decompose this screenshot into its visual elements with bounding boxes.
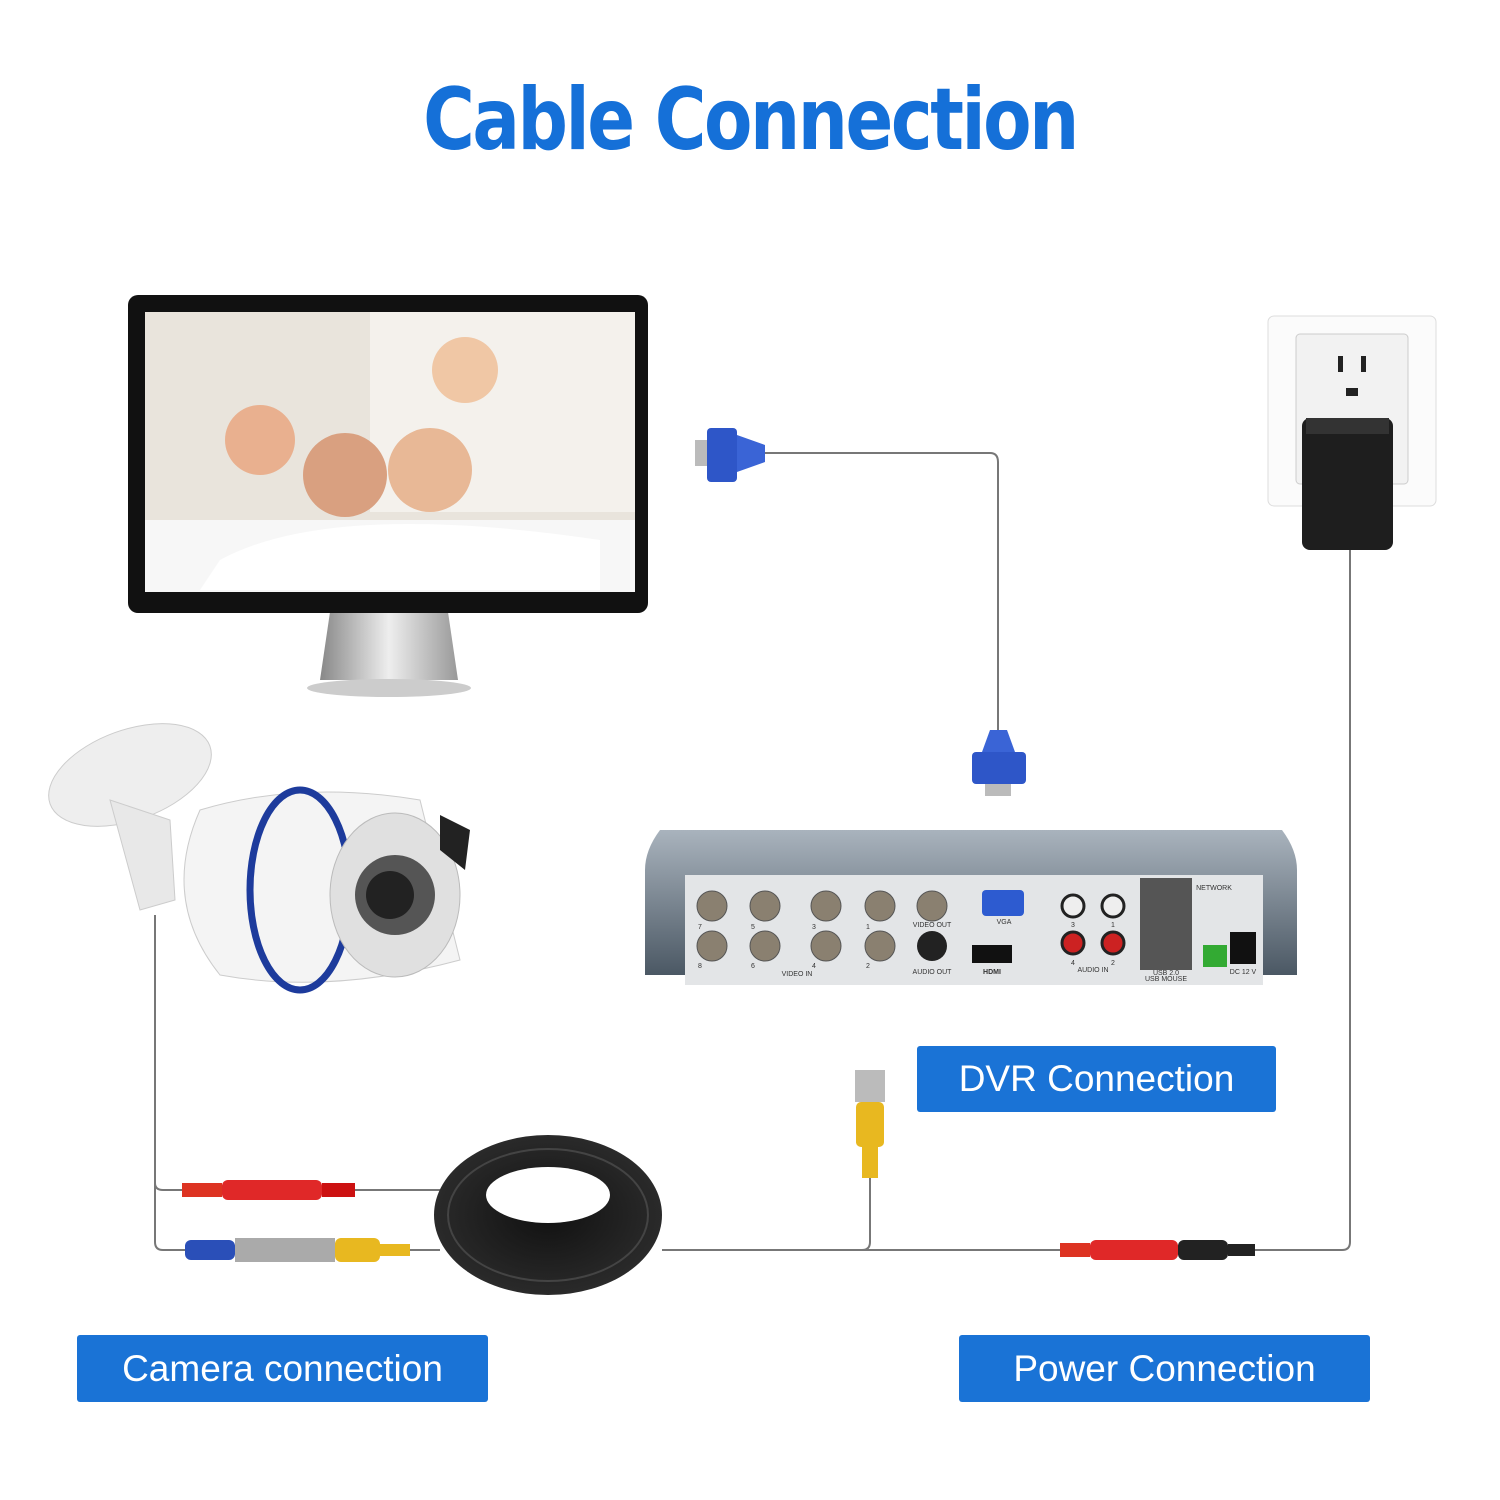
- cable-coil: [434, 1135, 662, 1295]
- vga-cable: [765, 452, 999, 732]
- usb-mouse-label: USB MOUSE: [1145, 976, 1187, 983]
- video-in-label: VIDEO IN: [782, 971, 813, 978]
- video-in-channel-label: 6: [751, 963, 755, 970]
- dc-label: DC 12 V: [1230, 969, 1257, 976]
- video-in-channel-label: 5: [751, 924, 755, 931]
- camera-video-connector: [185, 1238, 410, 1262]
- power-connection-label: Power Connection: [959, 1335, 1370, 1402]
- video-in-channel-label: 2: [866, 963, 870, 970]
- vga-connector-dvr: [972, 730, 1026, 796]
- monitor: [128, 295, 648, 697]
- page-title: Cable Connection: [423, 70, 1079, 170]
- dvr-power-connector: [1060, 1240, 1255, 1260]
- power-cable: [1255, 550, 1351, 1251]
- camera-power-connector: [182, 1180, 355, 1200]
- audio-in-channel-label: 1: [1111, 922, 1115, 929]
- audio-in-label: AUDIO IN: [1077, 967, 1108, 974]
- camera-cable: [154, 915, 185, 1251]
- vga-label: VGA: [997, 919, 1012, 926]
- hdmi-label: HDMI: [983, 969, 1001, 976]
- video-in-channel-label: 3: [812, 924, 816, 931]
- audio-out-label: AUDIO OUT: [913, 969, 953, 976]
- bullet-camera: [48, 723, 470, 994]
- cables: [154, 452, 1351, 1251]
- dvr-connection-label: DVR Connection: [917, 1046, 1276, 1112]
- video-in-channel-label: 1: [866, 924, 870, 931]
- vga-connector-monitor: [695, 428, 765, 482]
- audio-in-channel-label: 4: [1071, 960, 1075, 967]
- video-in-ports: [696, 890, 948, 962]
- video-out-label: VIDEO OUT: [913, 922, 952, 929]
- dvr-recorder: VIDEO IN VIDEO OUT AUDIO OUT VGA HDMI AU…: [645, 830, 1297, 985]
- video-in-channel-label: 4: [812, 963, 816, 970]
- video-in-channel-label: 8: [698, 963, 702, 970]
- power-adapter: [1302, 418, 1393, 550]
- audio-in-channel-label: 3: [1071, 922, 1075, 929]
- usb-label: USB 2.0: [1153, 970, 1179, 977]
- video-in-channel-label: 7: [698, 924, 702, 931]
- camera-connection-label: Camera connection: [77, 1335, 488, 1402]
- audio-in-channel-label: 2: [1111, 960, 1115, 967]
- dvr-bnc-connector: [855, 1070, 885, 1178]
- network-label: NETWORK: [1196, 885, 1232, 892]
